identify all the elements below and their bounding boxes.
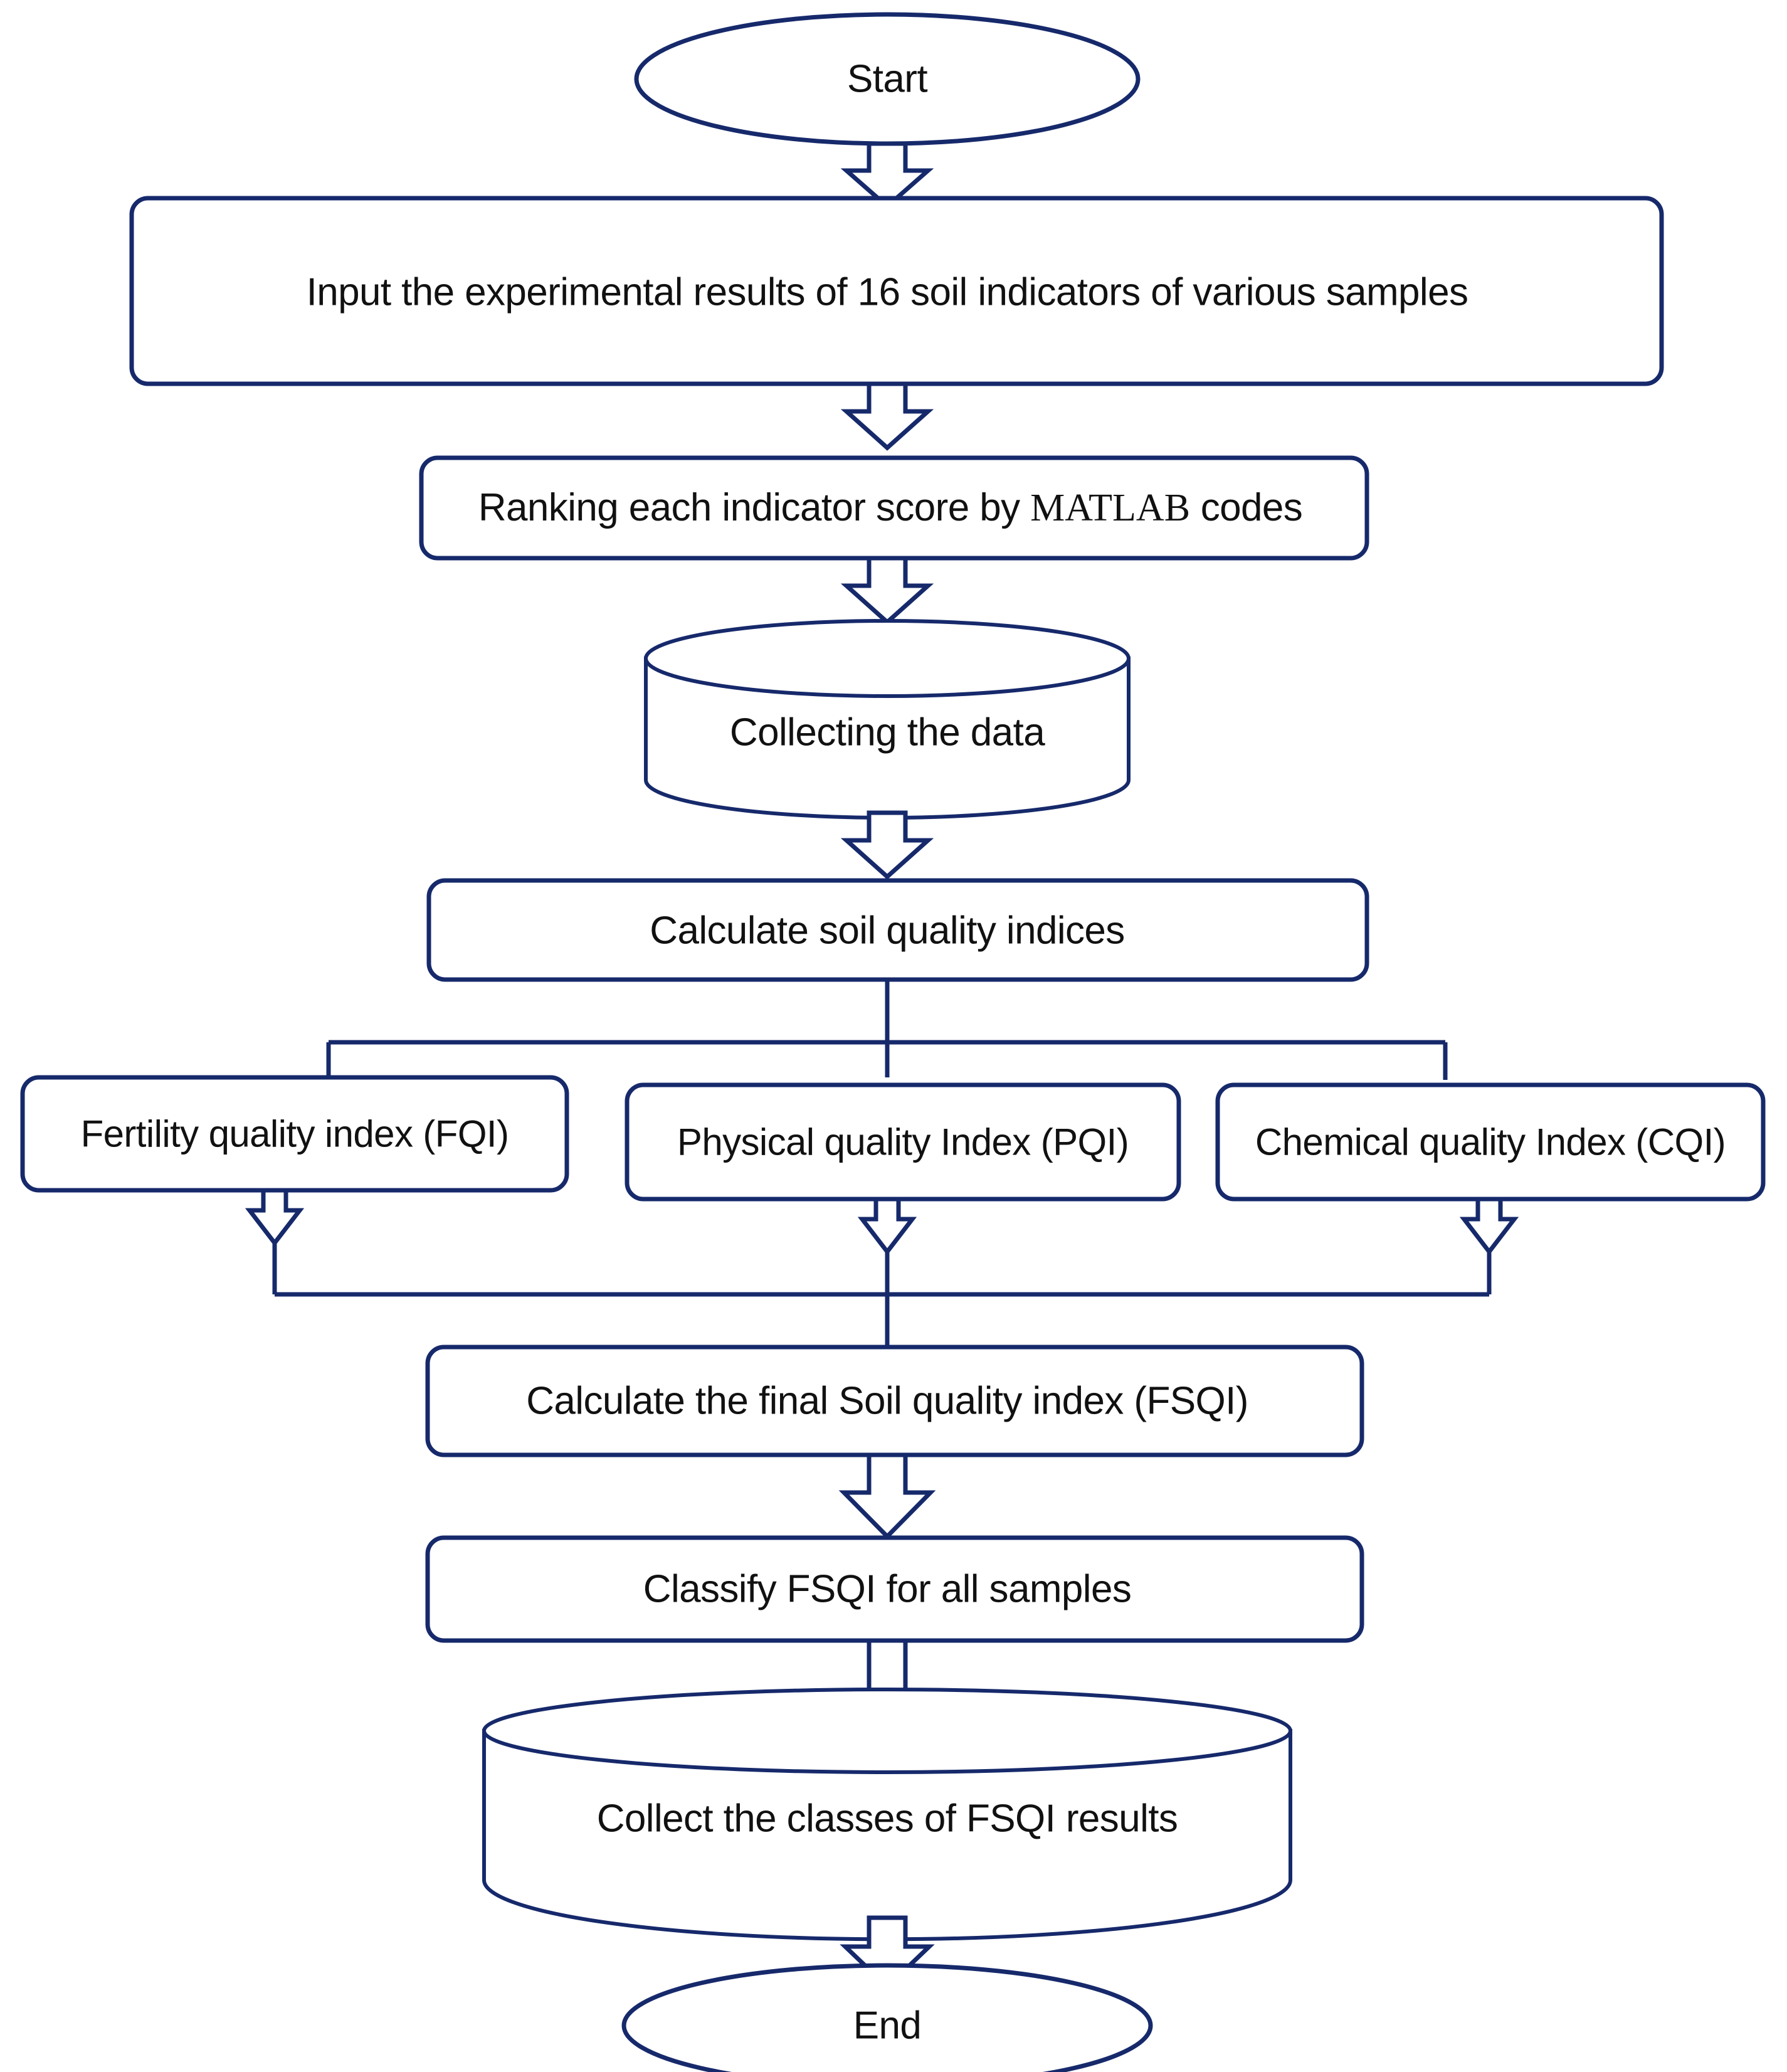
node-end-shape[interactable] <box>621 1963 1153 2072</box>
edge-pqi-to-merge-arrow <box>857 1197 917 1255</box>
node-collectres-top-ellipse <box>482 1688 1292 1774</box>
edge-start-to-input-arrow <box>840 141 934 209</box>
node-cqi-shape[interactable] <box>1215 1082 1766 1202</box>
node-calcindex-shape[interactable] <box>426 878 1369 982</box>
edge-fsqi-to-classify-arrow <box>838 1452 936 1540</box>
edge-cqi-to-merge-arrow <box>1459 1197 1519 1255</box>
node-input-shape[interactable] <box>129 196 1664 386</box>
node-fqi-shape[interactable] <box>20 1075 569 1193</box>
node-classify-shape[interactable] <box>425 1535 1364 1643</box>
node-collect-top-ellipse <box>644 619 1131 698</box>
edge-fqi-to-merge-arrow <box>245 1188 305 1247</box>
edge-collect-to-calcindex-arrow <box>840 810 934 880</box>
node-start-shape[interactable] <box>634 12 1141 146</box>
edge-ranking-to-collect-arrow <box>840 556 934 625</box>
node-fsqi-shape[interactable] <box>425 1345 1364 1457</box>
node-pqi-shape[interactable] <box>625 1082 1181 1202</box>
edge-input-to-ranking-arrow <box>840 381 934 451</box>
node-ranking-shape[interactable] <box>419 455 1369 561</box>
